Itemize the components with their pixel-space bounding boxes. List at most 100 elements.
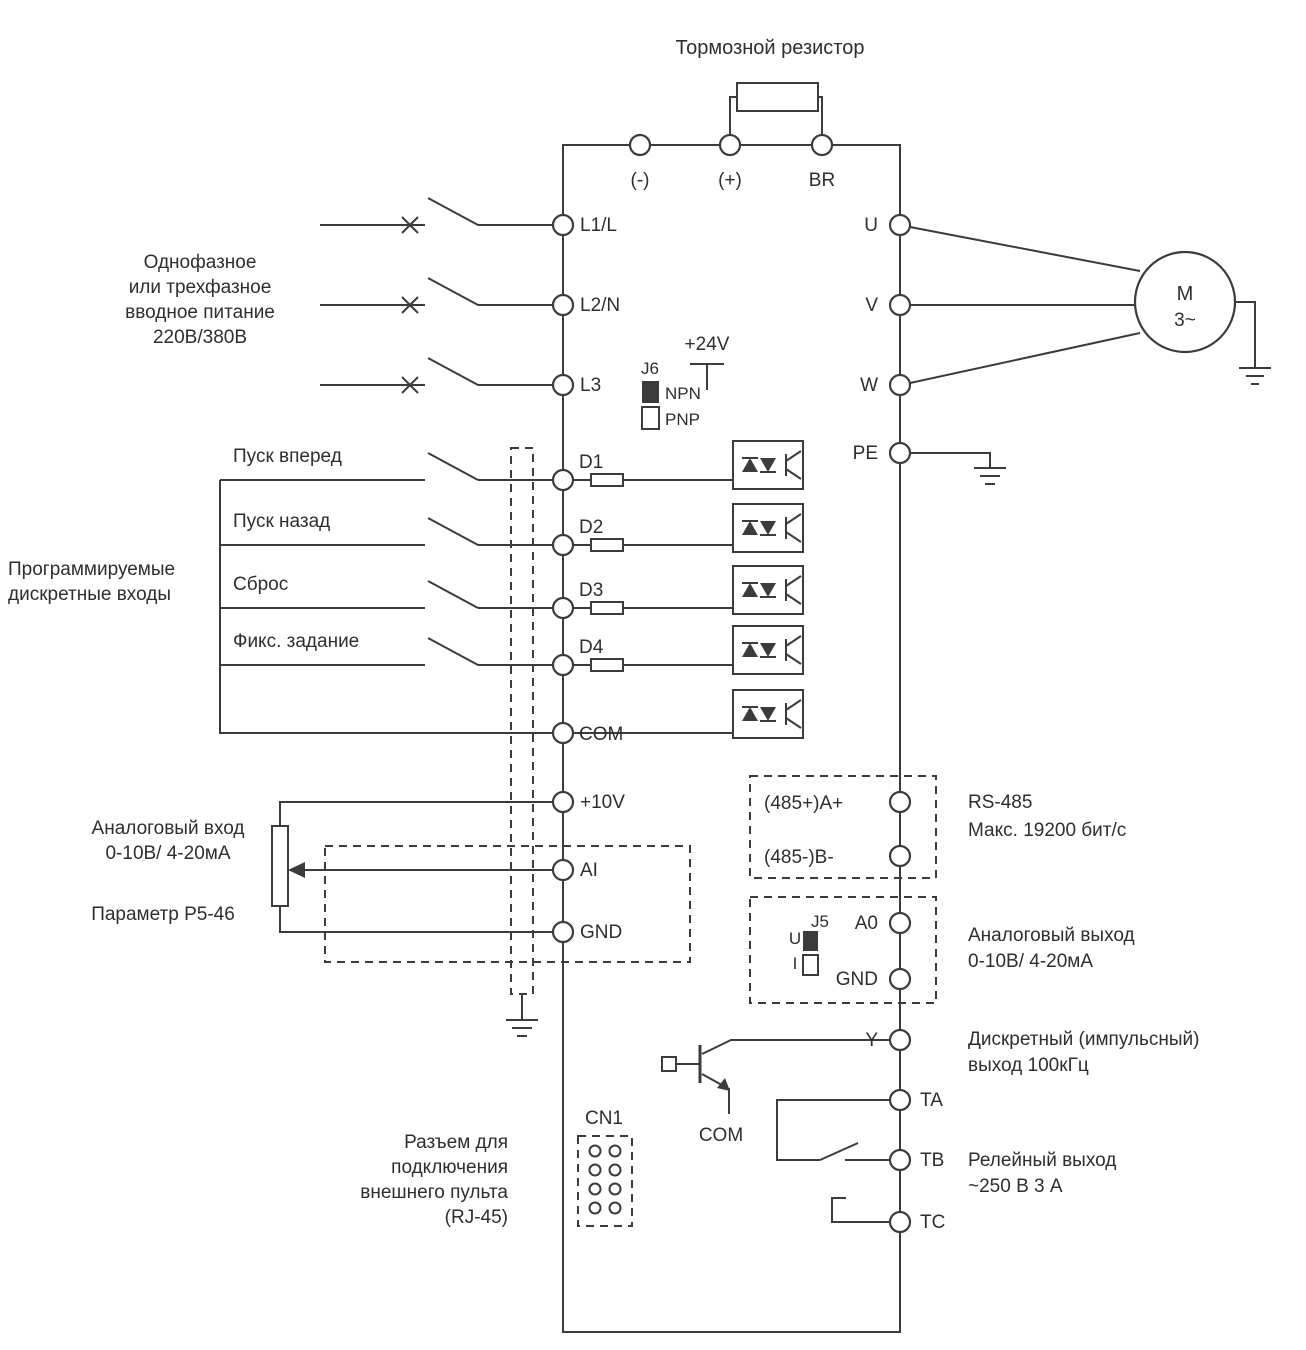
terminal-com-label: COM xyxy=(579,724,623,745)
terminal-pe xyxy=(888,441,912,465)
cable-shield xyxy=(506,447,538,1037)
breaker-l1 xyxy=(320,197,553,234)
digital-inputs-group-label-1: Программируемые xyxy=(8,559,175,580)
terminal-485b xyxy=(888,844,912,868)
terminal-ai xyxy=(551,858,575,882)
input-power-label-3: вводное питание xyxy=(125,302,275,323)
terminal-pe-label: PE xyxy=(853,443,878,464)
j6-pnp-jumper xyxy=(641,406,660,430)
pulse-output: COM Y Дискретный (импульсный) выход 100к… xyxy=(661,1028,1200,1146)
d1-function-label: Пуск вперед xyxy=(233,446,342,467)
d3-function-label: Сброс xyxy=(233,574,288,595)
relay-output: TA TB TC Релейный выход ~250 В 3 А xyxy=(776,1088,1116,1234)
terminal-ta-label: TA xyxy=(920,1090,943,1111)
motor-phase-label: 3~ xyxy=(1174,310,1196,331)
digital-input-d3: Сброс xyxy=(220,574,733,615)
j5-u-jumper xyxy=(803,931,818,951)
terminal-u xyxy=(888,213,912,237)
pulse-output-label-2: выход 100кГц xyxy=(968,1055,1089,1076)
terminal-d4 xyxy=(551,653,575,677)
brake-resistor-label: Тормозной резистор xyxy=(676,37,865,59)
terminal-l1 xyxy=(551,213,575,237)
d4-function-label: Фикс. задание xyxy=(233,631,359,652)
analog-input-param-label: Параметр P5-46 xyxy=(91,904,235,925)
analog-output-label-2: 0-10В/ 4-20мА xyxy=(968,951,1093,972)
d4-resistor xyxy=(590,658,624,672)
analog-output: J5 A0 GND U I Аналоговый выход 0-10В/ 4-… xyxy=(749,896,1135,1004)
terminal-a0 xyxy=(888,911,912,935)
terminal-ao-gnd-label: GND xyxy=(836,969,878,990)
input-power: Однофазное или трехфазное вводное питани… xyxy=(125,197,620,397)
digital-inputs-group-label-2: дискретные входы xyxy=(8,584,171,605)
jumper-j6: +24V J6 NPN PNP xyxy=(641,334,730,430)
rs485-label-1: RS-485 xyxy=(968,792,1032,813)
terminal-plus xyxy=(718,133,742,157)
terminal-d1 xyxy=(551,468,575,492)
terminal-d1-label: D1 xyxy=(579,452,603,473)
j5-label: J5 xyxy=(811,912,829,931)
keypad-connector: CN1 Разъем для подключения внешнего пуль… xyxy=(360,1108,633,1228)
terminal-minus xyxy=(628,133,652,157)
d2-function-label: Пуск назад xyxy=(233,511,330,532)
terminal-485b-label: (485-)B- xyxy=(764,847,834,868)
terminal-10v-label: +10V xyxy=(580,792,625,813)
analog-output-label-1: Аналоговый выход xyxy=(968,925,1135,946)
analog-input: Аналоговый вход 0-10В/ 4-20мА Параметр P… xyxy=(91,790,691,963)
digital-input-d2: Пуск назад xyxy=(220,511,733,552)
terminal-tc xyxy=(888,1210,912,1234)
terminal-l3-label: L3 xyxy=(580,375,601,396)
potentiometer xyxy=(271,801,553,933)
digital-inputs: Программируемые дискретные входы Пуск вп… xyxy=(8,446,733,745)
optocoupler-1 xyxy=(732,440,804,490)
digital-input-d1: Пуск вперед xyxy=(220,446,733,487)
keypad-label-4: (RJ-45) xyxy=(445,1207,508,1228)
d3-resistor xyxy=(590,601,624,615)
optocoupler-3 xyxy=(732,565,804,615)
transistor-base-pad xyxy=(661,1056,677,1072)
terminal-tb-label: TB xyxy=(920,1150,944,1171)
terminal-l3 xyxy=(551,373,575,397)
terminal-gnd-label: GND xyxy=(580,922,622,943)
terminal-tb xyxy=(888,1148,912,1172)
input-power-label-1: Однофазное xyxy=(144,252,257,273)
terminal-v xyxy=(888,293,912,317)
terminal-10v xyxy=(551,790,575,814)
terminal-gnd xyxy=(551,920,575,944)
optocoupler-2 xyxy=(732,503,804,553)
terminal-l2-label: L2/N xyxy=(580,295,620,316)
keypad-label-3: внешнего пульта xyxy=(360,1182,508,1203)
terminal-ao-gnd xyxy=(888,967,912,991)
brake-resistor-symbol xyxy=(736,82,819,112)
terminal-ai-label: AI xyxy=(580,860,598,881)
terminal-d2-label: D2 xyxy=(579,517,603,538)
terminal-a0-label: A0 xyxy=(855,913,878,934)
j5-i-label: I xyxy=(793,954,798,973)
relay-label-2: ~250 В 3 А xyxy=(968,1176,1063,1197)
terminal-d3-label: D3 xyxy=(579,580,603,601)
v24-label: +24V xyxy=(685,334,730,355)
j6-label: J6 xyxy=(641,359,659,378)
d2-resistor xyxy=(590,538,624,552)
optocoupler-4 xyxy=(732,625,804,675)
terminal-l1-label: L1/L xyxy=(580,215,617,236)
terminal-tc-label: TC xyxy=(920,1212,945,1233)
terminal-com xyxy=(551,721,575,745)
motor-label: М xyxy=(1177,283,1194,305)
relay-label-1: Релейный выход xyxy=(968,1150,1116,1171)
pulse-output-label-1: Дискретный (импульсный) xyxy=(968,1029,1200,1050)
motor-output: М 3~ U V W PE xyxy=(853,213,1271,485)
rs485-port: (485+)A+ (485-)B- RS-485 Макс. 19200 бит… xyxy=(749,775,1126,879)
j5-u-label: U xyxy=(789,929,801,948)
dc-bus-terminals: (-) (+) BR xyxy=(628,133,835,191)
terminal-w xyxy=(888,373,912,397)
input-power-label-2: или трехфазное xyxy=(129,277,272,298)
terminal-u-label: U xyxy=(864,215,878,236)
terminal-y xyxy=(888,1028,912,1052)
pe-ground xyxy=(910,452,1006,485)
rs485-label-2: Макс. 19200 бит/с xyxy=(968,820,1126,841)
j5-i-jumper xyxy=(802,954,819,976)
terminal-d3 xyxy=(551,596,575,620)
terminal-minus-label: (-) xyxy=(631,170,650,191)
breaker-l3 xyxy=(320,357,553,394)
